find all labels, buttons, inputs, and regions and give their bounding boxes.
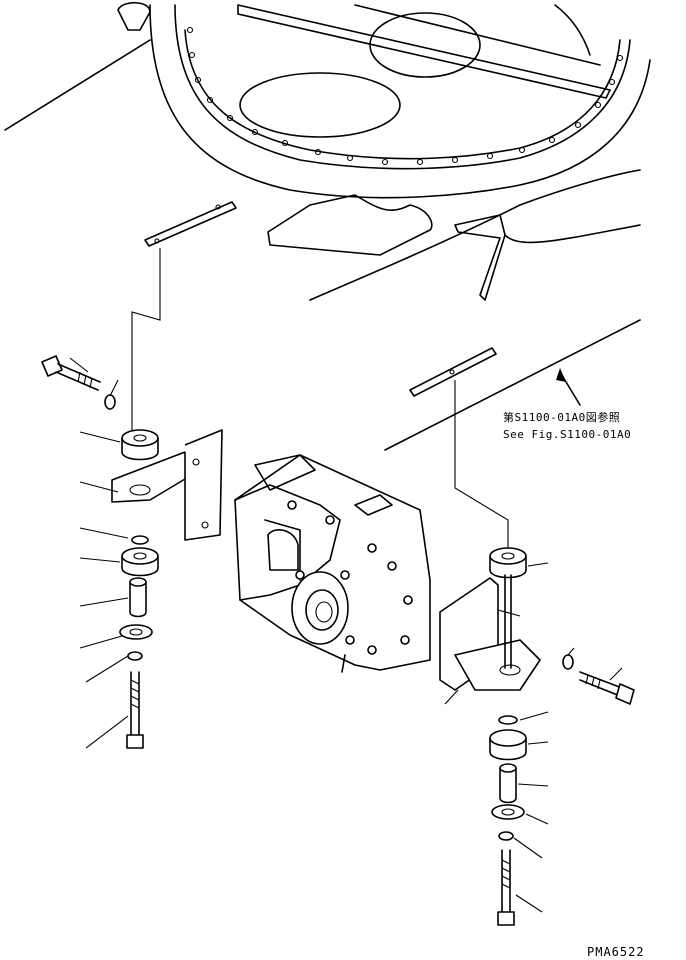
flange-bolt-holes (186, 26, 624, 166)
left-sleeve (129, 577, 147, 618)
figure-code: PMA6522 (587, 945, 645, 959)
right-lower-bolt (497, 849, 515, 926)
shim-right (409, 347, 509, 548)
left-mount-stack (41, 355, 223, 749)
left-upper-bolt (41, 355, 101, 391)
right-cushion-upper (489, 547, 527, 579)
right-sleeve (499, 763, 517, 804)
right-washer-large (491, 804, 525, 820)
reference-note-jp: 第S1100-01A0図参照 (503, 411, 621, 424)
reference-note-en: See Fig.S1100-01A0 (503, 428, 632, 441)
shim-left (131, 201, 237, 440)
left-washer-large (119, 624, 153, 640)
right-cushion-lower (489, 729, 527, 761)
left-washer-small-lower (127, 651, 143, 661)
left-washer-small (104, 394, 116, 410)
right-washer-small (562, 654, 574, 670)
left-bracket (111, 429, 223, 541)
right-o-ring (498, 715, 518, 725)
gearbox-bolts (287, 500, 413, 655)
right-washer-small-lower (498, 831, 514, 841)
left-cushion-upper (121, 429, 159, 461)
left-cushion-lower (121, 547, 159, 577)
revolving-frame (4, 1, 651, 301)
left-o-ring (131, 535, 149, 545)
right-mount-stack (439, 547, 635, 926)
frame-edge-line (384, 319, 641, 451)
right-bracket (439, 577, 541, 691)
gearbox-assembly (234, 454, 431, 673)
right-upper-bolt (579, 671, 635, 705)
reference-arrow (556, 368, 581, 406)
gearbox-flange (291, 571, 349, 645)
left-lower-bolt (126, 671, 144, 749)
